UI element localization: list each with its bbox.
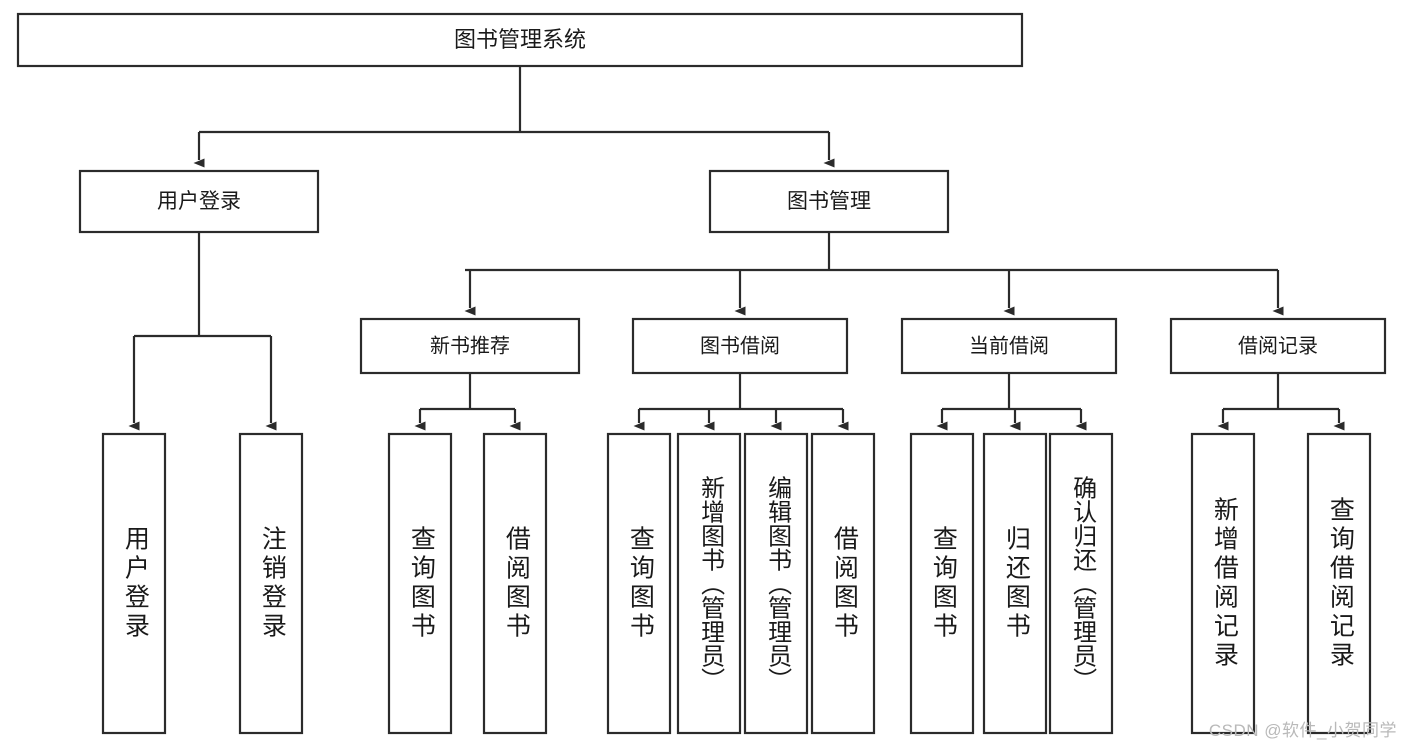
edge-borrow-to-leaves: [633, 373, 849, 431]
node-level1-1-label: 图书管理: [787, 190, 871, 213]
node-level2-2-label: 当前借阅: [969, 334, 1049, 357]
node-level2-3-label: 借阅记录: [1238, 334, 1318, 357]
node-leaf-11[interactable]: 新增借阅记录: [1190, 432, 1256, 735]
node-leaf-1-box[interactable]: [238, 432, 304, 735]
node-level2-0[interactable]: 新书推荐: [359, 317, 581, 375]
node-root-图书管理系统[interactable]: 图书管理系统: [16, 12, 1024, 68]
node-level1-0-label: 用户登录: [157, 190, 241, 213]
edge-bookmgmt-to-level2: [464, 232, 1284, 316]
edge-userlogin-to-leaves: [128, 232, 277, 431]
node-leaf-1[interactable]: 注销登录: [238, 432, 304, 735]
node-leaf-3-label: 借阅图书: [502, 526, 531, 642]
node-leaf-4-label: 查询图书: [626, 526, 655, 642]
node-leaf-6-box[interactable]: [743, 432, 809, 735]
node-leaf-3-box[interactable]: [482, 432, 548, 735]
node-leaf-7-label: 借阅图书: [830, 526, 859, 642]
node-leaf-4[interactable]: 查询图书: [606, 432, 672, 735]
node-leaf-6[interactable]: 编辑图书（管理员）: [743, 432, 809, 735]
node-leaf-9-label: 归还图书: [1002, 526, 1031, 642]
node-leaf-10[interactable]: 确认归还（管理员）: [1048, 432, 1114, 735]
node-level1-0[interactable]: 用户登录: [78, 169, 320, 234]
node-root-图书管理系统-label: 图书管理系统: [454, 27, 586, 52]
node-root-图书管理系统-box[interactable]: [16, 12, 1024, 68]
node-level2-0-label: 新书推荐: [430, 334, 510, 357]
node-leaf-0[interactable]: 用户登录: [101, 432, 167, 735]
node-level1-0-box[interactable]: [78, 169, 320, 234]
node-leaf-6-label: 编辑图书（管理员）: [764, 476, 792, 692]
edge-record-to-leaves: [1217, 373, 1345, 431]
node-leaf-12-label: 查询借阅记录: [1326, 497, 1355, 671]
node-level2-2-box[interactable]: [900, 317, 1118, 375]
node-leaf-10-box[interactable]: [1048, 432, 1114, 735]
node-level2-0-box[interactable]: [359, 317, 581, 375]
node-level2-1[interactable]: 图书借阅: [631, 317, 849, 375]
node-leaf-8-label: 查询图书: [929, 526, 958, 642]
connector-edges: [128, 66, 1345, 431]
node-boxes: 图书管理系统用户登录图书管理新书推荐图书借阅当前借阅借阅记录用户登录注销登录查询…: [16, 12, 1387, 735]
node-leaf-12[interactable]: 查询借阅记录: [1306, 432, 1372, 735]
node-leaf-7-box[interactable]: [810, 432, 876, 735]
edge-root-to-level1: [193, 66, 835, 168]
node-level2-1-box[interactable]: [631, 317, 849, 375]
node-leaf-2[interactable]: 查询图书: [387, 432, 453, 735]
node-leaf-5-box[interactable]: [676, 432, 742, 735]
node-level2-3[interactable]: 借阅记录: [1169, 317, 1387, 375]
node-level2-2[interactable]: 当前借阅: [900, 317, 1118, 375]
node-leaf-0-label: 用户登录: [121, 526, 150, 642]
edge-current-to-leaves: [936, 373, 1087, 431]
node-leaf-5[interactable]: 新增图书（管理员）: [676, 432, 742, 735]
node-level1-1-box[interactable]: [708, 169, 950, 234]
node-leaf-4-box[interactable]: [606, 432, 672, 735]
node-level2-1-label: 图书借阅: [700, 334, 780, 357]
node-leaf-3[interactable]: 借阅图书: [482, 432, 548, 735]
edge-newbook-to-leaves: [414, 373, 521, 431]
node-level1-1[interactable]: 图书管理: [708, 169, 950, 234]
node-leaf-11-box[interactable]: [1190, 432, 1256, 735]
node-leaf-8-box[interactable]: [909, 432, 975, 735]
node-leaf-2-label: 查询图书: [407, 526, 436, 642]
node-leaf-11-label: 新增借阅记录: [1210, 497, 1239, 671]
node-leaf-5-label: 新增图书（管理员）: [697, 476, 725, 692]
node-leaf-0-box[interactable]: [101, 432, 167, 735]
node-leaf-12-box[interactable]: [1306, 432, 1372, 735]
node-leaf-9[interactable]: 归还图书: [982, 432, 1048, 735]
node-leaf-1-label: 注销登录: [258, 526, 287, 642]
node-leaf-10-label: 确认归还（管理员）: [1069, 476, 1097, 692]
node-level2-3-box[interactable]: [1169, 317, 1387, 375]
node-leaf-8[interactable]: 查询图书: [909, 432, 975, 735]
node-leaf-9-box[interactable]: [982, 432, 1048, 735]
node-leaf-2-box[interactable]: [387, 432, 453, 735]
node-leaf-7[interactable]: 借阅图书: [810, 432, 876, 735]
